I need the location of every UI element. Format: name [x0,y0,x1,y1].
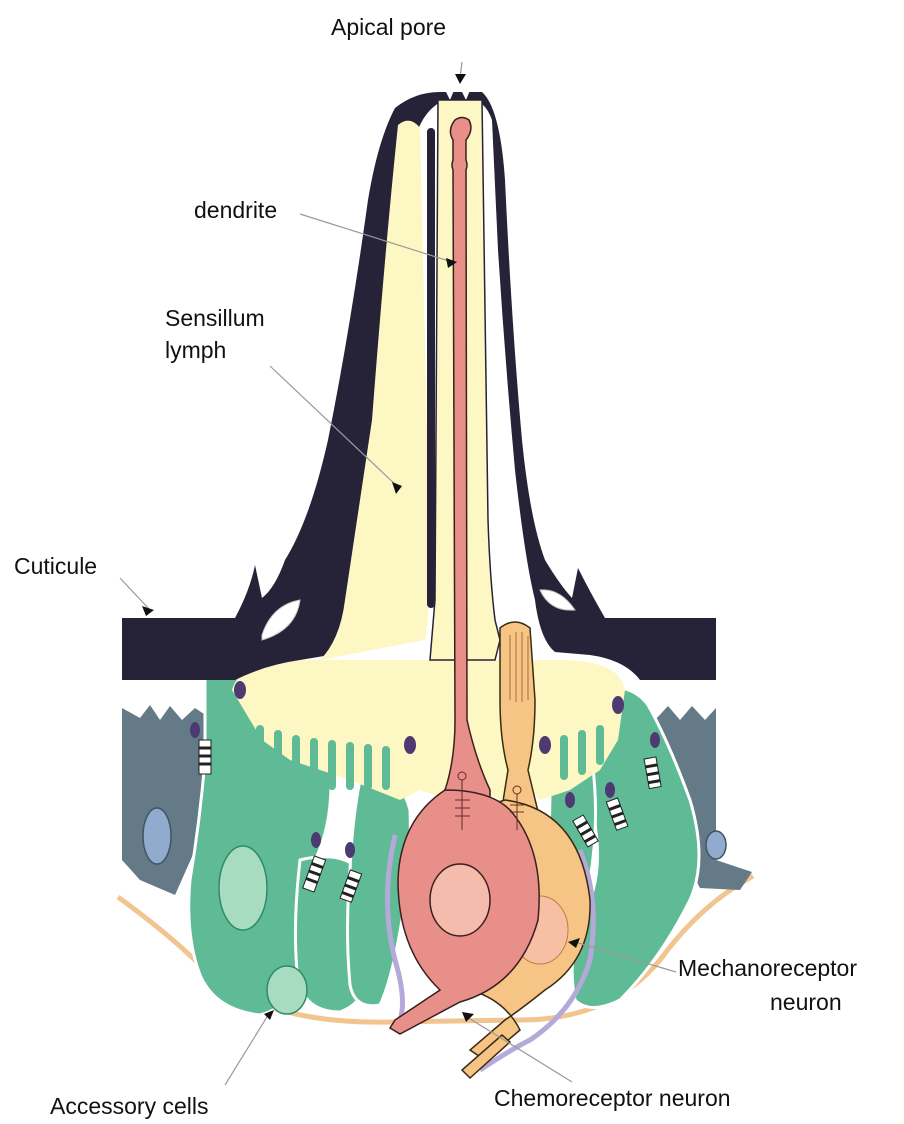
accessory-nucleus-2 [267,966,307,1014]
sensillum-lymph-label-line1: Sensillum [165,305,265,331]
epidermal-nucleus-left [143,808,171,864]
accessory-cells-label: Accessory cells [50,1093,208,1119]
accessory-nucleus-1 [219,846,267,930]
sensillum-lymph-label-line2: lymph [165,337,226,363]
dendrite-label: dendrite [194,197,277,223]
chemoreceptor-nucleus [430,864,490,936]
apical-pore-label: Apical pore [331,14,446,40]
mechanoreceptor-label-line1: Mechanoreceptor [678,955,857,981]
mechanoreceptor-label-line2: neuron [770,989,842,1015]
cuticule-label: Cuticule [14,553,97,579]
inner-wall [427,128,435,608]
epidermal-nucleus-right [706,831,726,859]
chemoreceptor-label: Chemoreceptor neuron [494,1085,731,1111]
